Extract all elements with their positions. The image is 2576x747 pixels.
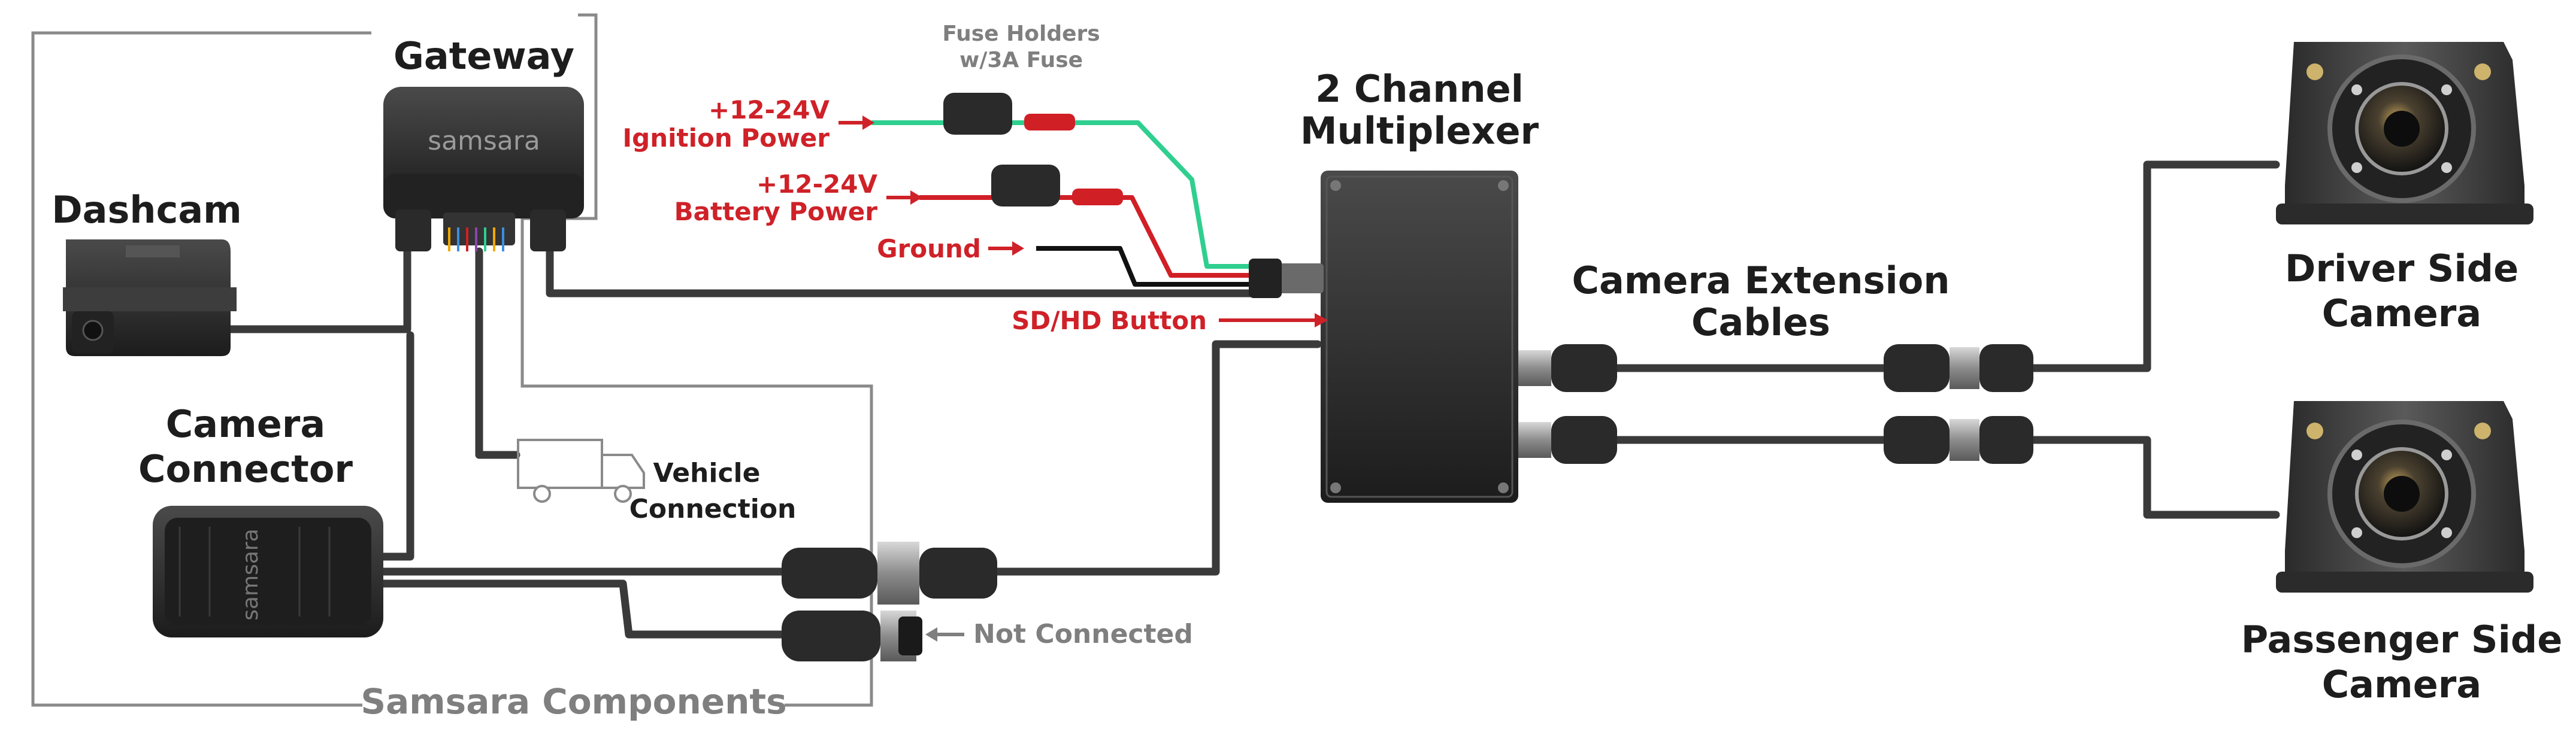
label-fuse-line2: w/3A Fuse bbox=[959, 48, 1083, 72]
cable-dashcam-gateway bbox=[219, 244, 411, 333]
driver-side-camera bbox=[2276, 42, 2533, 224]
cable-upper-multiplexer bbox=[990, 340, 1322, 576]
cable-vehicle bbox=[475, 247, 520, 459]
fuse-holders bbox=[943, 93, 1123, 207]
label-passenger-camera-line2: Camera bbox=[2322, 663, 2481, 706]
label-battery-line2: Battery Power bbox=[674, 197, 878, 226]
label-passenger-camera-line1: Passenger Side bbox=[2241, 618, 2563, 661]
label-vehicle-line1: Vehicle bbox=[653, 458, 761, 488]
label-ignition-line2: Ignition Power bbox=[623, 123, 830, 153]
gateway-device: samsara bbox=[383, 87, 584, 251]
label-extension-line1: Camera Extension bbox=[1572, 259, 1950, 302]
label-camera-connector-line1: Camera bbox=[166, 402, 325, 446]
multiplexer-output-connectors bbox=[1518, 344, 1617, 464]
label-fuse-line1: Fuse Holders bbox=[942, 22, 1100, 46]
label-gateway: Gateway bbox=[393, 34, 574, 78]
label-not-connected: Not Connected bbox=[973, 619, 1193, 649]
label-sdhd-button: SD/HD Button bbox=[1012, 306, 1207, 335]
camera-connector-device: samsara bbox=[153, 506, 383, 637]
connector-cable-connectors bbox=[782, 542, 997, 661]
label-multiplexer-line2: Multiplexer bbox=[1300, 109, 1539, 153]
label-ignition-line1: +12-24V bbox=[709, 95, 830, 124]
label-extension-line2: Cables bbox=[1691, 300, 1830, 344]
cable-extension-passenger bbox=[2023, 436, 2280, 519]
label-vehicle-line2: Connection bbox=[629, 494, 797, 524]
connector-logo: samsara bbox=[238, 529, 263, 621]
cables bbox=[219, 160, 2280, 639]
label-battery-line1: +12-24V bbox=[756, 169, 878, 199]
cable-gateway-multiplexer bbox=[546, 241, 1256, 297]
label-multiplexer-line1: 2 Channel bbox=[1315, 67, 1524, 111]
label-camera-connector-line2: Connector bbox=[138, 447, 353, 491]
label-samsara-components: Samsara Components bbox=[361, 681, 786, 722]
passenger-side-camera bbox=[2276, 401, 2533, 593]
cable-connector-gateway bbox=[376, 331, 414, 561]
label-ground: Ground bbox=[877, 234, 981, 263]
label-driver-camera-line2: Camera bbox=[2322, 291, 2481, 335]
extension-connectors bbox=[1884, 344, 2033, 464]
cable-extension-driver bbox=[2023, 160, 2280, 372]
cable-connector-lower bbox=[376, 579, 789, 639]
label-dashcam: Dashcam bbox=[52, 188, 242, 232]
gateway-logo: samsara bbox=[428, 126, 540, 156]
dashcam-device bbox=[63, 239, 237, 356]
ground-wire bbox=[1036, 246, 1252, 287]
multiplexer bbox=[1249, 171, 1518, 503]
label-driver-camera-line1: Driver Side bbox=[2285, 247, 2519, 290]
arrows bbox=[839, 121, 1315, 636]
vehicle-icon bbox=[517, 439, 645, 503]
